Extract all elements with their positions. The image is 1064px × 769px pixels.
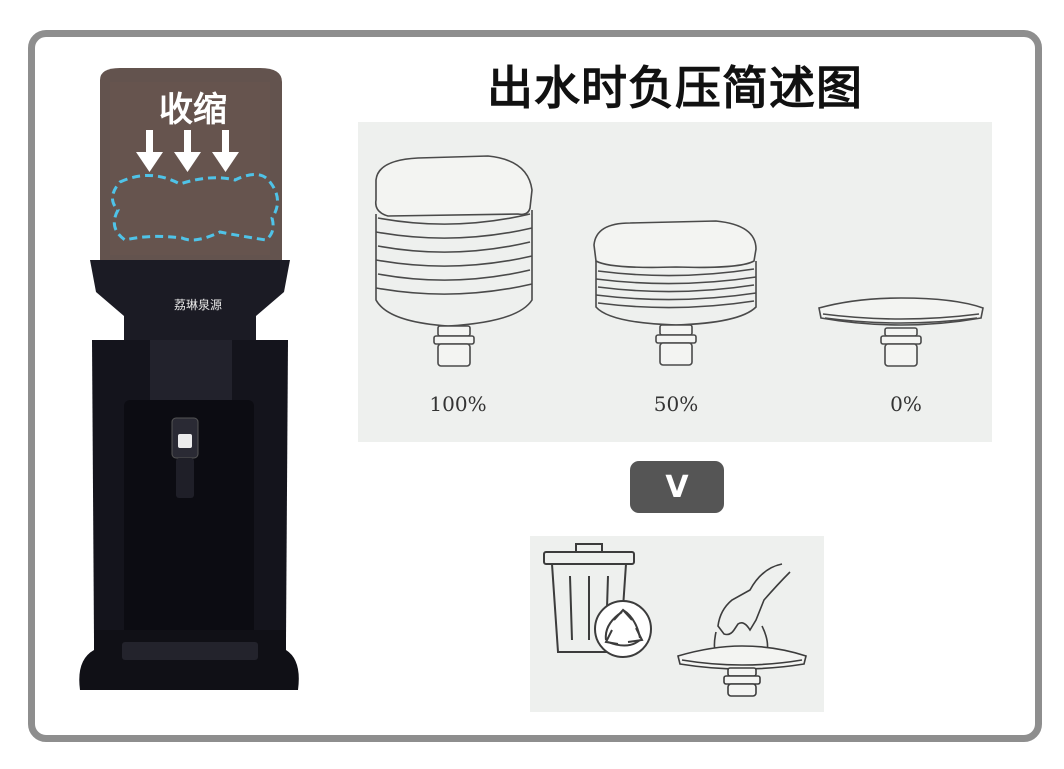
- stage-label-0: 0%: [890, 392, 922, 416]
- page-title: 出水时负压简述图: [487, 61, 863, 115]
- stage-label-50: 50%: [653, 392, 699, 416]
- bag-100-illustration: [374, 155, 533, 367]
- stage-label-100: 100%: [429, 392, 487, 416]
- recycle-icon: [594, 600, 652, 658]
- dispensing-recess: [124, 400, 254, 640]
- dispenser-upper-body: [90, 260, 290, 350]
- brand-logo-text: 荔琳泉源: [173, 298, 222, 312]
- water-dispenser-illustration: [79, 68, 299, 690]
- down-chevron-badge: V: [630, 461, 724, 513]
- bag-0-illustration: [818, 297, 984, 367]
- down-arrows-icon: [136, 130, 239, 172]
- drip-tray: [122, 642, 258, 660]
- collapsing-bag-outline: [111, 173, 279, 242]
- bag-50-illustration: [593, 220, 757, 366]
- shrink-label: 收缩: [159, 90, 227, 130]
- hand-lifting-bag-icon: [677, 563, 807, 697]
